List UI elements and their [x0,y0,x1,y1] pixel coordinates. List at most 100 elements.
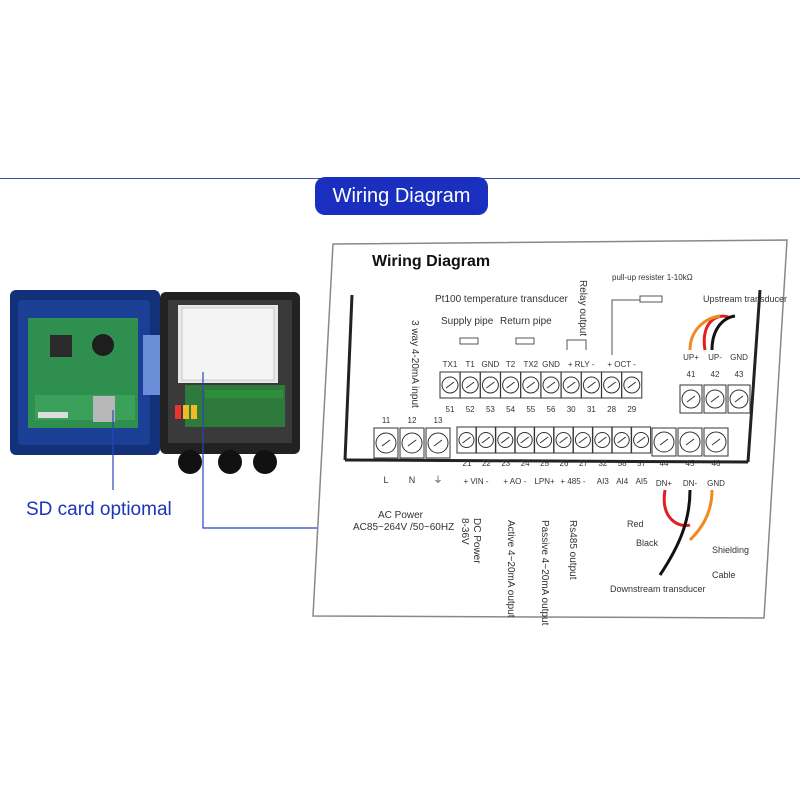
top-terminal-54-slot [506,381,515,389]
supply-pipe-label: Supply pipe [441,316,494,327]
black-label: Black [636,538,659,548]
bottom-terminal-number: 24 [521,459,530,468]
top-terminal-label: + RLY - [568,360,595,369]
dn-terminal-44-slot [659,438,669,446]
up-terminal-number: 43 [735,370,744,379]
top-terminal-number: 31 [587,405,596,414]
bottom-terminal-26-slot [559,436,568,444]
bottom-terminal-22-slot [481,436,491,444]
top-terminal-number: 55 [526,405,535,414]
bottom-terminal-21-slot [462,436,471,444]
top-terminal-56-slot [546,381,556,389]
relay-output-label: Relay output [577,280,588,336]
supply-sensor-symbol [459,337,479,345]
bottom-terminal-label: LPN+ [534,477,555,486]
ac-terminal-number: 13 [434,416,443,425]
top-terminal-label: TX2 [523,360,538,369]
up-terminal-number: 42 [711,370,720,379]
bottom-terminal-label: AI4 [616,477,629,486]
rs485-output-label: Rs485 output [567,520,578,580]
return-pipe-label: Return pipe [500,316,552,327]
bottom-terminal-label: AI5 [636,477,649,486]
bottom-terminal-label: + VIN - [463,477,488,486]
active-output-label: Active 4~20mA output [505,520,516,618]
top-terminal-label: GND [542,360,560,369]
ac-power-label: AC Power [378,510,424,521]
top-terminal-label: TX1 [443,360,458,369]
top-terminal-number: 30 [567,405,576,414]
downstream-orange-wire [688,489,714,542]
top-terminal-number: 28 [607,405,616,414]
bottom-terminal-number: 21 [463,459,472,468]
ac-terminal-12-slot [407,439,417,447]
top-terminal-52-slot [465,381,475,389]
upstream-black-wire [710,314,736,351]
dc-range-label: 8-36V [459,518,470,545]
top-terminal-number: 52 [466,405,475,414]
bottom-terminal-number: 23 [501,459,510,468]
dc-power-label: DC Power [471,518,482,564]
sd-card [93,396,115,422]
ac-terminal-number: 12 [408,416,417,425]
bottom-terminal-number: 26 [560,459,569,468]
ac-terminal-11-slot [381,439,391,447]
up-terminal-number: 41 [687,370,696,379]
bottom-terminal-57-slot [636,436,646,444]
dn-terminal-45-slot [685,438,695,446]
relay-wire [566,339,587,350]
bottom-terminal-32-slot [597,436,607,444]
bottom-terminal-number: 22 [482,459,491,468]
dn-terminal-number: 44 [660,459,669,468]
diagram-title: Wiring Diagram [372,253,490,270]
bottom-terminal-number: 32 [598,459,607,468]
oct-wire [611,299,640,355]
downstream-black-wire [658,489,692,576]
upstream-label-text: Upstream transducer [703,294,787,304]
top-terminal-number: 53 [486,405,495,414]
pullup-resistor-symbol [639,295,663,303]
up-terminal-43-slot [734,395,744,403]
downstream-red-wire [662,489,691,528]
input-4-20-label: 3 way 4-20mA input [409,320,420,408]
top-terminal-label: + OCT - [607,360,636,369]
cable-label: Cable [712,570,736,580]
bottom-terminal-label: + 485 - [560,477,585,486]
bottom-terminal-27-slot [578,436,588,444]
dn-terminal-label: GND [707,479,725,488]
ac-terminal-13-slot [433,439,443,447]
bottom-terminal-number: 25 [540,459,549,468]
shielding-label: Shielding [712,545,749,555]
dn-terminal-label: DN- [683,479,698,488]
bottom-terminal-number: 27 [579,459,588,468]
bottom-terminal-label: + AO - [503,477,526,486]
top-terminal-55-slot [526,381,536,389]
ac-range-label: AC85~264V /50~60HZ [353,522,454,533]
top-terminal-label: T1 [466,360,476,369]
dn-terminal-number: 45 [686,459,695,468]
passive-output-label: Passive 4~20mA output [539,520,550,626]
top-terminal-number: 51 [446,405,455,414]
sd-card-label: SD card optiomal [26,499,172,520]
bottom-terminal-number: 57 [637,459,646,468]
device-lid [10,290,163,455]
board-right-edge [746,289,762,463]
top-terminal-number: 56 [547,405,556,414]
pt100-label: Pt100 temperature transducer [435,294,569,305]
bottom-terminal-25-slot [539,436,549,444]
bottom-terminal-23-slot [500,436,510,444]
up-terminal-42-slot [710,395,720,403]
top-terminal-29-slot [627,381,637,389]
up-terminal-41-slot [686,395,696,403]
up-terminal-label: UP- [708,353,722,362]
top-terminal-53-slot [486,381,495,389]
board-pointer [202,372,320,529]
pullup-label: pull-up resister 1-10kΩ [612,273,693,282]
board-left-edge [343,294,354,461]
upstream-orange-wire [688,314,721,351]
dn-terminal-label: DN+ [656,479,673,488]
up-terminal-label: UP+ [683,353,699,362]
return-sensor-symbol [515,337,535,345]
